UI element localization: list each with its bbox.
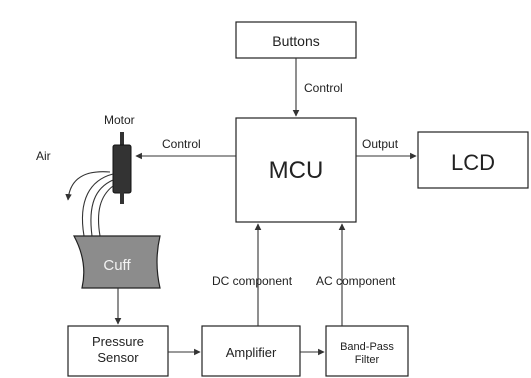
air-label: Air xyxy=(36,149,51,163)
mcu-label: MCU xyxy=(269,157,324,184)
buttons-to-mcu-label: Control xyxy=(304,81,343,95)
amplifier-label: Amplifier xyxy=(226,345,277,360)
motor-shaft-top xyxy=(120,132,124,146)
pressure-sensor-block xyxy=(67,325,169,377)
cuff-shape xyxy=(72,235,161,289)
band-pass-filter-label-1: Band-Pass xyxy=(340,341,394,353)
motor-icon xyxy=(112,144,132,194)
tube-3 xyxy=(97,185,114,237)
ac-component-label: AC component xyxy=(316,274,396,288)
pressure-sensor-label-2: Sensor xyxy=(97,350,139,365)
pressure-sensor-label-1: Pressure xyxy=(92,334,144,349)
lcd-label: LCD xyxy=(451,150,495,175)
lcd-block xyxy=(417,131,529,189)
mcu-to-motor-label: Control xyxy=(162,137,201,151)
air-flow-arrow xyxy=(65,171,111,201)
mcu-block xyxy=(235,117,357,223)
dc-component-label: DC component xyxy=(212,274,293,288)
band-pass-filter-label-2: Filter xyxy=(355,354,380,366)
buttons-label: Buttons xyxy=(272,33,319,49)
tube-1 xyxy=(81,173,114,237)
motor-label: Motor xyxy=(104,113,135,127)
mcu-to-lcd-label: Output xyxy=(362,137,399,151)
motor-shaft-bottom xyxy=(120,192,124,204)
band-pass-filter-block xyxy=(325,325,409,377)
amplifier-block xyxy=(201,325,301,377)
buttons-block xyxy=(235,21,357,59)
tube-2 xyxy=(90,179,114,237)
cuff-label: Cuff xyxy=(103,257,131,274)
